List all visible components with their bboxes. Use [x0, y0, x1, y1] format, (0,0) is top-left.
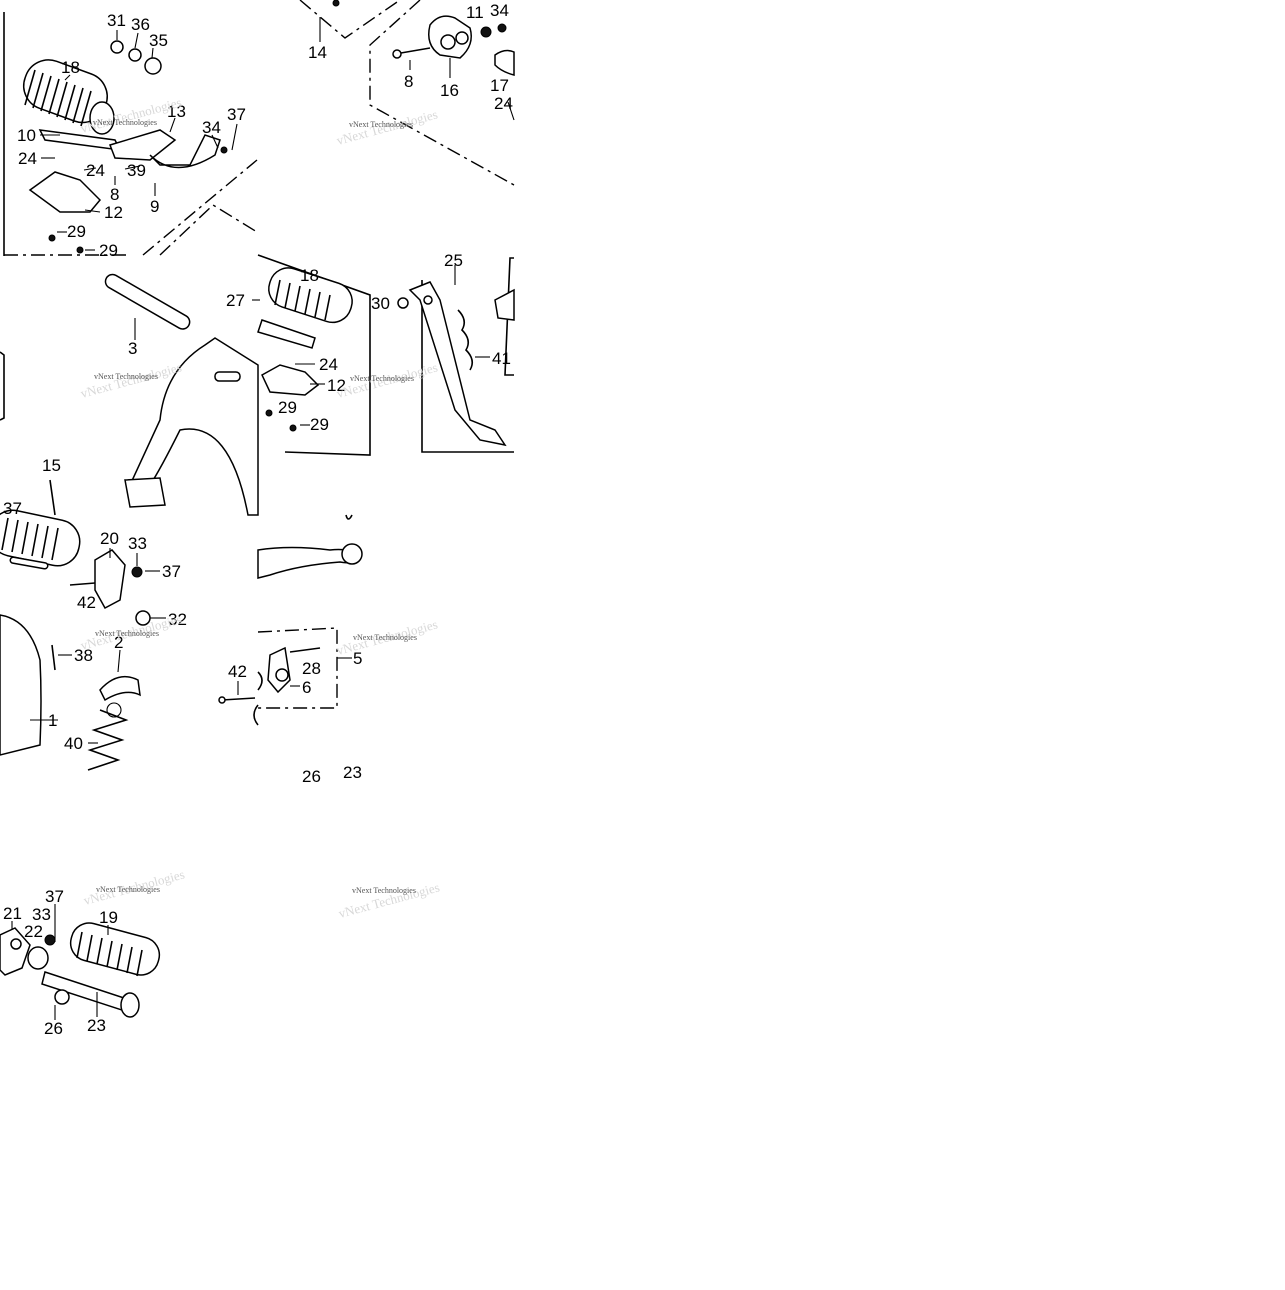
part-callout-number: 20 — [100, 529, 119, 548]
watermark-text: vNext Technologies — [95, 629, 159, 638]
part-callout-number: 8 — [110, 185, 119, 204]
tile-main-stand: 3 27 18 24 12 29 29 — [0, 254, 371, 516]
part-callout-number: 30 — [371, 294, 390, 313]
watermark-text: vNext Technologies — [94, 372, 158, 381]
part-callout-number: 37 — [162, 562, 181, 581]
part-callout-number: 24 — [319, 355, 338, 374]
part-callout-number: 23 — [343, 763, 362, 782]
part-callout-number: 8 — [404, 72, 413, 91]
tile-pillion-footrest: 21 33 37 22 19 26 23 — [0, 887, 161, 1038]
tile-side-stand: 25 30 41 — [371, 251, 515, 453]
part-callout-number: 23 — [87, 1016, 106, 1035]
part-callout-number: 14 — [308, 43, 327, 62]
part-callout-number: 42 — [77, 593, 96, 612]
part-callout-number: 24 — [86, 161, 105, 180]
part-callout-number: 29 — [278, 398, 297, 417]
watermark-text: vNext Technologies — [93, 118, 157, 127]
part-callout-number: 26 — [44, 1019, 63, 1038]
part-callout-number: 34 — [490, 1, 509, 20]
part-callout-number: 3 — [128, 339, 137, 358]
part-callout-number: 13 — [167, 102, 186, 121]
watermark-text: vNext Technologies — [96, 885, 160, 894]
part-callout-number: 12 — [327, 376, 346, 395]
part-callout-number: 11 — [466, 3, 484, 22]
part-callout-number: 38 — [74, 646, 93, 665]
part-callout-number: 28 — [302, 659, 321, 678]
watermark-text: vNext Technologies — [350, 374, 414, 383]
tile-stand-bracket: 14 11 34 8 16 17 24 — [299, 0, 515, 186]
part-callout-number: 25 — [444, 251, 463, 270]
footrest-rubber-grip-ridges — [24, 69, 92, 127]
part-callout-number: 16 — [440, 81, 459, 100]
part-callout-number: 27 — [226, 291, 245, 310]
part-callout-number: 34 — [202, 118, 221, 137]
part-callout-number: 17 — [490, 76, 509, 95]
part-callout-number: 32 — [168, 610, 187, 629]
part-callout-number: 18 — [61, 58, 80, 77]
part-callout-number: 33 — [128, 534, 147, 553]
part-callout-number: 37 — [227, 105, 246, 124]
part-callout-number: 24 — [18, 149, 37, 168]
part-callout-number: 37 — [3, 499, 22, 518]
part-callout-number: 33 — [32, 905, 51, 924]
part-callout-number: 37 — [45, 887, 64, 906]
part-callout-number: 2 — [114, 633, 123, 652]
part-callout-number: 9 — [150, 197, 159, 216]
part-callout-number: 42 — [228, 662, 247, 681]
part-callout-number: 6 — [302, 678, 311, 697]
part-callout-number: 19 — [99, 908, 118, 927]
watermark-text: vNext Technologies — [353, 633, 417, 642]
tile-pivot-arm: 15 37 20 33 37 42 32 2 38 1 40 — [0, 456, 187, 771]
tile-brake-pedal: 28 5 42 6 26 23 — [218, 514, 363, 786]
watermark-text: vNext Technologies — [349, 120, 413, 129]
part-callout-number: 29 — [310, 415, 329, 434]
part-callout-number: 15 — [42, 456, 61, 475]
watermark-layer: vNext Technologies vNext Technologies vN… — [79, 95, 441, 921]
part-callout-number: 41 — [492, 349, 511, 368]
part-callout-number: 5 — [353, 649, 362, 668]
part-callout-number: 12 — [104, 203, 123, 222]
tile-footrest-assembly: 31 36 35 18 13 37 10 34 24 24 39 8 9 12 … — [3, 11, 258, 260]
part-callout-number: 35 — [149, 31, 168, 50]
part-callout-number: 22 — [24, 922, 43, 941]
watermark-text: vNext Technologies — [352, 886, 416, 895]
part-callout-number: 24 — [494, 94, 513, 113]
tile-right-footrest — [252, 254, 371, 456]
part-callout-number: 31 — [107, 11, 126, 30]
part-callout-number: 29 — [99, 241, 118, 260]
part-callout-number: 26 — [302, 767, 321, 786]
part-callout-number: 18 — [300, 266, 319, 285]
part-callout-number: 10 — [17, 126, 36, 145]
part-callout-number: 1 — [48, 711, 57, 730]
part-callout-number: 29 — [67, 222, 86, 241]
part-callout-number: 21 — [3, 904, 22, 923]
part-callout-number: 40 — [64, 734, 83, 753]
part-callout-number: 36 — [131, 15, 150, 34]
part-callout-number: 39 — [127, 161, 146, 180]
